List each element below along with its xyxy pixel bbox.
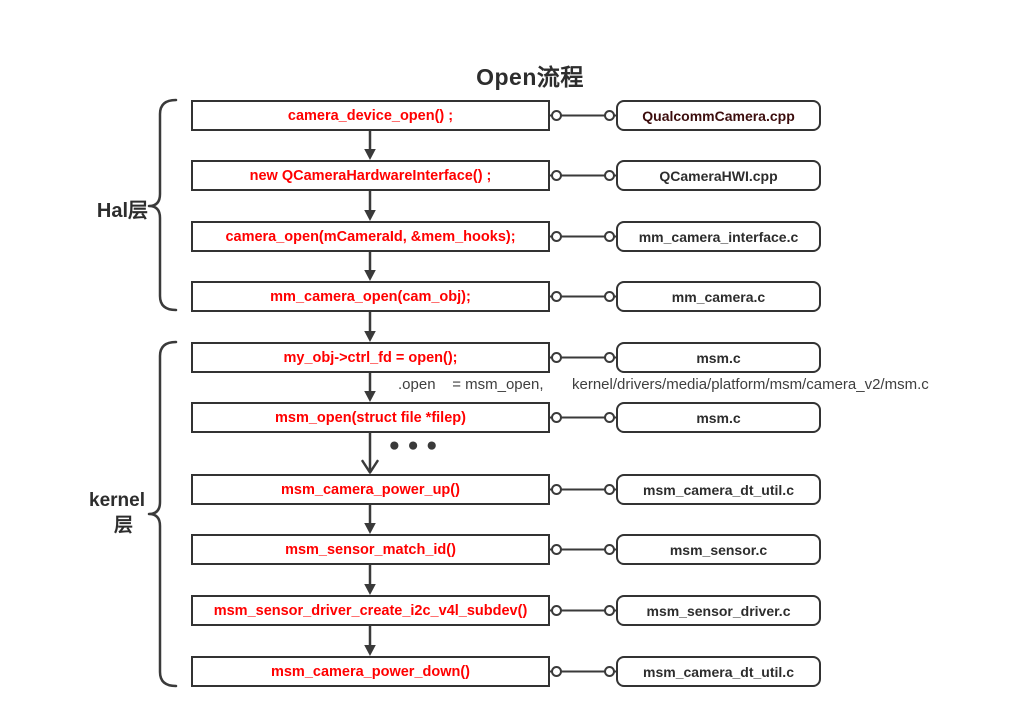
call-label: msm_camera_power_up() xyxy=(281,481,460,498)
call-box-camera-open: camera_open(mCameraId, &mem_hooks); xyxy=(191,221,550,252)
file-box-qualcommcamera-cpp: QualcommCamera.cpp xyxy=(616,100,821,131)
file-label: msm.c xyxy=(696,349,741,366)
kernel-brace xyxy=(147,340,178,688)
file-box-msm-c-1: msm.c xyxy=(616,342,821,373)
call-box-new-qcamerahardwareinterface: new QCameraHardwareInterface() ; xyxy=(191,160,550,191)
file-label: msm_sensor.c xyxy=(669,541,768,558)
call-label: camera_open(mCameraId, &mem_hooks); xyxy=(225,228,516,245)
call-label: camera_device_open() ; xyxy=(287,107,454,124)
file-label: QualcommCamera.cpp xyxy=(642,107,795,124)
file-box-mm-camera-c: mm_camera.c xyxy=(616,281,821,312)
call-box-camera-device-open: camera_device_open() ; xyxy=(191,100,550,131)
file-label: QCameraHWI.cpp xyxy=(659,167,778,184)
call-box-mm-camera-open: mm_camera_open(cam_obj); xyxy=(191,281,550,312)
file-label: msm_camera_dt_util.c xyxy=(643,663,794,680)
file-box-msm-camera-dt-util-c-1: msm_camera_dt_util.c xyxy=(616,474,821,505)
call-box-msm-open: msm_open(struct file *filep) xyxy=(191,402,550,433)
kernel-layer-label-line2: 层 xyxy=(113,515,133,536)
call-box-msm-camera-power-up: msm_camera_power_up() xyxy=(191,474,550,505)
file-label: msm_sensor_driver.c xyxy=(646,602,791,619)
call-label: my_obj->ctrl_fd = open(); xyxy=(283,349,458,366)
call-label: msm_open(struct file *filep) xyxy=(275,409,466,426)
kernel-layer-label: kernel 层 xyxy=(30,488,145,538)
kernel-source-path-annotation: kernel/drivers/media/platform/msm/camera… xyxy=(572,376,929,393)
file-label: mm_camera_interface.c xyxy=(638,228,799,245)
file-box-qcamerahwi-cpp: QCameraHWI.cpp xyxy=(616,160,821,191)
file-box-msm-c-2: msm.c xyxy=(616,402,821,433)
flow-arrows xyxy=(364,131,376,656)
diagram-title: Open流程 xyxy=(476,64,584,90)
call-box-msm-camera-power-down: msm_camera_power_down() xyxy=(191,656,550,687)
file-box-msm-sensor-c: msm_sensor.c xyxy=(616,534,821,565)
long-flow-arrow xyxy=(361,431,379,474)
call-box-msm-sensor-match-id: msm_sensor_match_id() xyxy=(191,534,550,565)
file-label: msm.c xyxy=(696,409,741,426)
ellipsis-dots: ••• xyxy=(387,434,444,460)
file-label: msm_camera_dt_util.c xyxy=(643,481,794,498)
file-box-msm-camera-dt-util-c-2: msm_camera_dt_util.c xyxy=(616,656,821,687)
call-label: msm_sensor_match_id() xyxy=(285,541,456,558)
hal-brace xyxy=(147,98,178,312)
kernel-layer-label-line1: kernel xyxy=(89,490,145,511)
row-connectors xyxy=(550,110,616,677)
file-box-msm-sensor-driver-c: msm_sensor_driver.c xyxy=(616,595,821,626)
call-box-msm-sensor-driver-create: msm_sensor_driver_create_i2c_v4l_subdev(… xyxy=(191,595,550,626)
call-box-ctrl-fd-open: my_obj->ctrl_fd = open(); xyxy=(191,342,550,373)
call-label: msm_sensor_driver_create_i2c_v4l_subdev(… xyxy=(213,602,528,619)
file-box-mm-camera-interface-c: mm_camera_interface.c xyxy=(616,221,821,252)
call-label: mm_camera_open(cam_obj); xyxy=(270,288,471,305)
open-assignment-annotation: .open = msm_open, xyxy=(398,376,544,393)
call-label: new QCameraHardwareInterface() ; xyxy=(249,167,492,184)
file-label: mm_camera.c xyxy=(671,288,766,305)
hal-layer-label: Hal层 xyxy=(96,200,148,222)
call-label: msm_camera_power_down() xyxy=(270,663,471,680)
